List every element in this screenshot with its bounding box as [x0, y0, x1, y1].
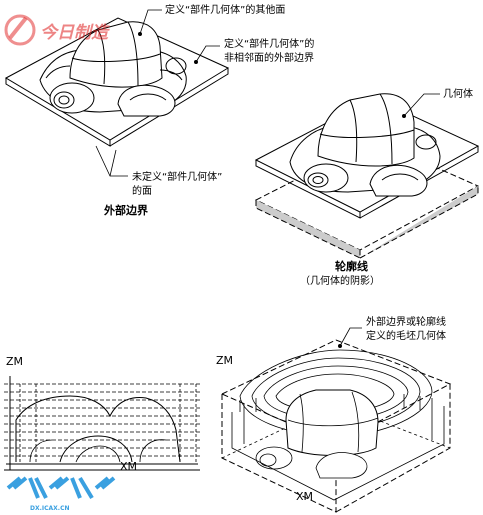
- callout-outer-boundary-line1: 定义“部件几何体”的: [224, 37, 314, 50]
- axis-label-xm-left: XM: [120, 460, 137, 473]
- caption-silhouette: 轮廓线: [335, 259, 368, 273]
- figure-blank-geometry: [220, 339, 452, 513]
- silhouette-shadow-side: [359, 186, 479, 259]
- caption-silhouette-sub: （几何体的阴影）: [300, 274, 380, 287]
- callout-undefined-faces-line2: 的面: [132, 184, 152, 197]
- blank-box-front: [221, 394, 337, 513]
- callout-outer-boundary-line2: 非相邻面的外部边界: [224, 51, 314, 64]
- callout-geometry: 几何体: [443, 87, 473, 100]
- watermark-bottom-site: DX.ICAX.CN: [30, 505, 70, 512]
- watermark-top-text: 今日制造: [40, 23, 110, 43]
- figure-layered-section: [4, 376, 200, 471]
- watermark-top-logo: 今日制造: [4, 14, 110, 46]
- callout-blank-line2: 定义的毛坯几何体: [366, 329, 446, 342]
- axis-label-xm-right: XM: [296, 490, 313, 503]
- figure-outer-boundary: [4, 17, 230, 147]
- plate-side-face: [109, 68, 229, 147]
- caption-outer-boundary: 外部边界: [103, 203, 148, 217]
- plate-front-face: [5, 78, 111, 147]
- callout-other-faces: 定义“部件几何体”的其他面: [165, 3, 285, 16]
- callout-undefined-faces-line1: 未定义“部件几何体”: [132, 170, 222, 183]
- leaders-silhouette: [401, 93, 440, 119]
- silhouette-shadow-front: [255, 200, 361, 259]
- callout-blank-line1: 外部边界或轮廓线: [366, 315, 446, 328]
- leaders-blank-geometry: [337, 327, 362, 348]
- figure-silhouette: [254, 93, 480, 259]
- watermark-bottom-logo: DX.ICAX.CN: [6, 476, 116, 512]
- leaders-outer-boundary: [95, 9, 220, 177]
- axis-label-zm-right: ZM: [216, 354, 233, 367]
- axis-label-zm-left: ZM: [6, 355, 23, 368]
